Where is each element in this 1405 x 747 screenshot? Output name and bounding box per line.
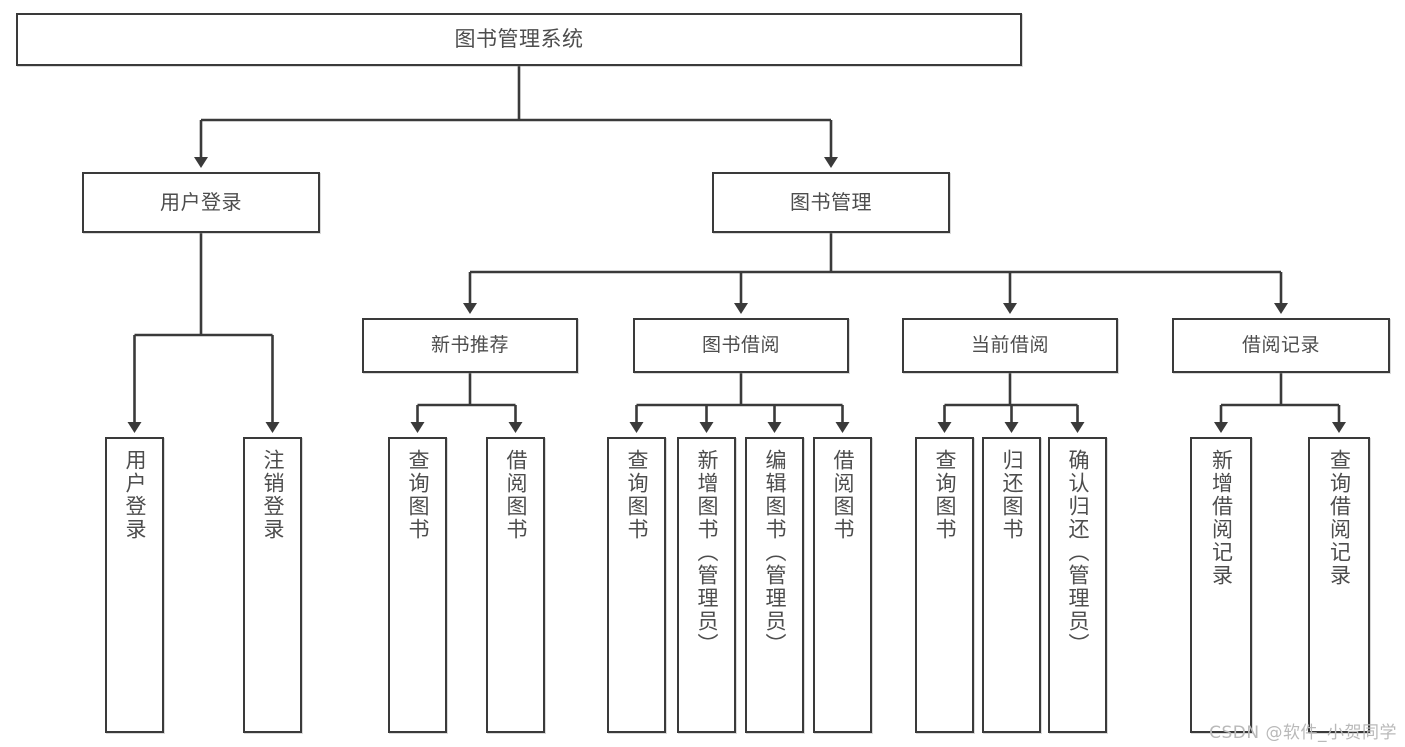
node-label: 图书管理系统 [454, 27, 584, 52]
node-leaf-5[interactable]: 新增图书（管理员） [677, 437, 736, 733]
node-root[interactable]: 图书管理系统 [16, 13, 1022, 66]
node-level2-0[interactable]: 新书推荐 [362, 318, 578, 373]
node-label: 归还图书 [1000, 449, 1025, 541]
node-level2-3[interactable]: 借阅记录 [1172, 318, 1390, 373]
node-leaf-3[interactable]: 借阅图书 [486, 437, 545, 733]
node-label: 新书推荐 [430, 334, 509, 357]
node-label: 查询图书 [625, 449, 650, 541]
node-leaf-2[interactable]: 查询图书 [388, 437, 447, 733]
node-label: 借阅图书 [504, 449, 529, 541]
node-label: 用户登录 [160, 189, 242, 214]
node-label: 用户登录 [123, 449, 148, 541]
node-level1-0[interactable]: 用户登录 [82, 172, 320, 233]
node-leaf-8[interactable]: 查询图书 [915, 437, 974, 733]
node-leaf-11[interactable]: 新增借阅记录 [1190, 437, 1252, 733]
node-label: 借阅记录 [1241, 334, 1320, 357]
node-label: 编辑图书（管理员） [763, 449, 788, 656]
node-label: 新增图书（管理员） [695, 449, 720, 656]
node-label: 新增借阅记录 [1209, 449, 1234, 587]
node-label: 图书借阅 [701, 334, 780, 357]
node-label: 查询图书 [933, 449, 958, 541]
node-leaf-6[interactable]: 编辑图书（管理员） [745, 437, 804, 733]
node-level2-1[interactable]: 图书借阅 [633, 318, 849, 373]
node-label: 图书管理 [790, 189, 872, 214]
node-label: 当前借阅 [970, 334, 1049, 357]
node-leaf-10[interactable]: 确认归还（管理员） [1048, 437, 1107, 733]
node-leaf-12[interactable]: 查询借阅记录 [1308, 437, 1370, 733]
node-leaf-9[interactable]: 归还图书 [982, 437, 1041, 733]
node-level2-2[interactable]: 当前借阅 [902, 318, 1118, 373]
node-leaf-7[interactable]: 借阅图书 [813, 437, 872, 733]
node-level1-1[interactable]: 图书管理 [712, 172, 950, 233]
watermark-text: CSDN @软件_小贺同学 [1209, 723, 1397, 743]
node-leaf-0[interactable]: 用户登录 [105, 437, 164, 733]
node-label: 注销登录 [261, 449, 286, 541]
node-leaf-1[interactable]: 注销登录 [243, 437, 302, 733]
node-label: 查询借阅记录 [1327, 449, 1352, 587]
node-label: 借阅图书 [831, 449, 856, 541]
node-leaf-4[interactable]: 查询图书 [607, 437, 666, 733]
node-label: 查询图书 [406, 449, 431, 541]
node-label: 确认归还（管理员） [1066, 449, 1091, 656]
